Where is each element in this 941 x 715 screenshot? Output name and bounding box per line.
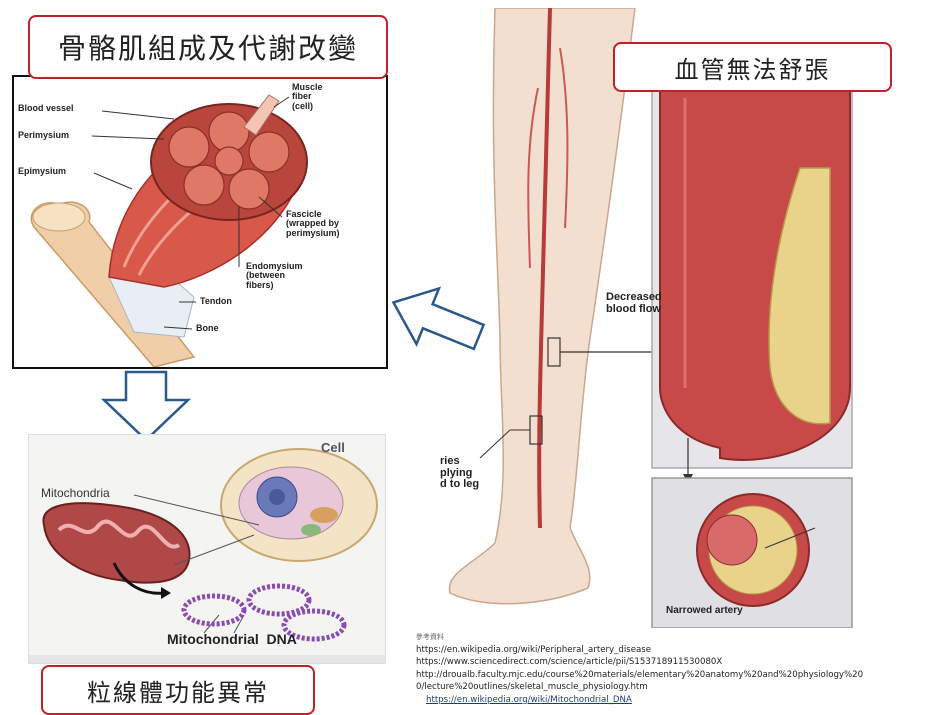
reference-line: https://www.sciencedirect.com/science/ar… <box>416 656 938 669</box>
reference-line: 0/lecture%20outlines/skeletal_muscle_phy… <box>416 681 938 694</box>
label-bone: Bone <box>196 324 219 333</box>
title-vessel: 血管無法舒張 <box>613 42 892 92</box>
leg-artery-illustration <box>420 8 938 628</box>
narrowed-lumen <box>707 515 757 565</box>
label-mitochondria: Mitochondria <box>41 487 110 500</box>
muscle-diagram-panel: Blood vessel Perimysium Epimysium Muscle… <box>12 75 388 369</box>
label-perimysium: Perimysium <box>18 131 69 140</box>
references-block: 參考資料 https://en.wikipedia.org/wiki/Perip… <box>416 631 938 706</box>
label-tendon: Tendon <box>200 297 232 306</box>
label-epimysium: Epimysium <box>18 167 66 176</box>
label-muscle-fiber: Muscle fiber (cell) <box>292 83 323 111</box>
label-fascicle: Fascicle (wrapped by perimysium) <box>286 210 340 238</box>
mitochondria-illustration <box>29 435 385 663</box>
label-narrowed-artery: Narrowed artery <box>666 606 743 617</box>
label-endomysium: Endomysium (between fibers) <box>246 262 303 290</box>
label-cell: Cell <box>321 441 345 455</box>
reference-line: http://droualb.faculty.mjc.edu/course%20… <box>416 669 938 682</box>
label-mitochondrial-dna: Mitochondrial DNA <box>167 632 297 647</box>
reference-line: https://en.wikipedia.org/wiki/Peripheral… <box>416 644 938 657</box>
arrow-vessel-to-muscle <box>382 280 492 360</box>
references-heading: 參考資料 <box>416 631 938 644</box>
label-arteries-leg-partial: ries plying d to leg <box>440 456 479 491</box>
reference-link[interactable]: https://en.wikipedia.org/wiki/Mitochondr… <box>416 694 938 707</box>
title-muscle: 骨骼肌組成及代謝改變 <box>28 15 388 79</box>
title-mitochondria: 粒線體功能異常 <box>41 665 315 715</box>
label-blood-vessel: Blood vessel <box>18 104 74 113</box>
mitochondria-diagram-panel: Cell Mitochondria Mitochondrial DNA <box>28 434 386 664</box>
artery-diagram-panel: Decreased blood flow Narrowed artery rie… <box>420 8 938 628</box>
label-decreased-blood-flow: Decreased blood flow <box>606 292 662 315</box>
